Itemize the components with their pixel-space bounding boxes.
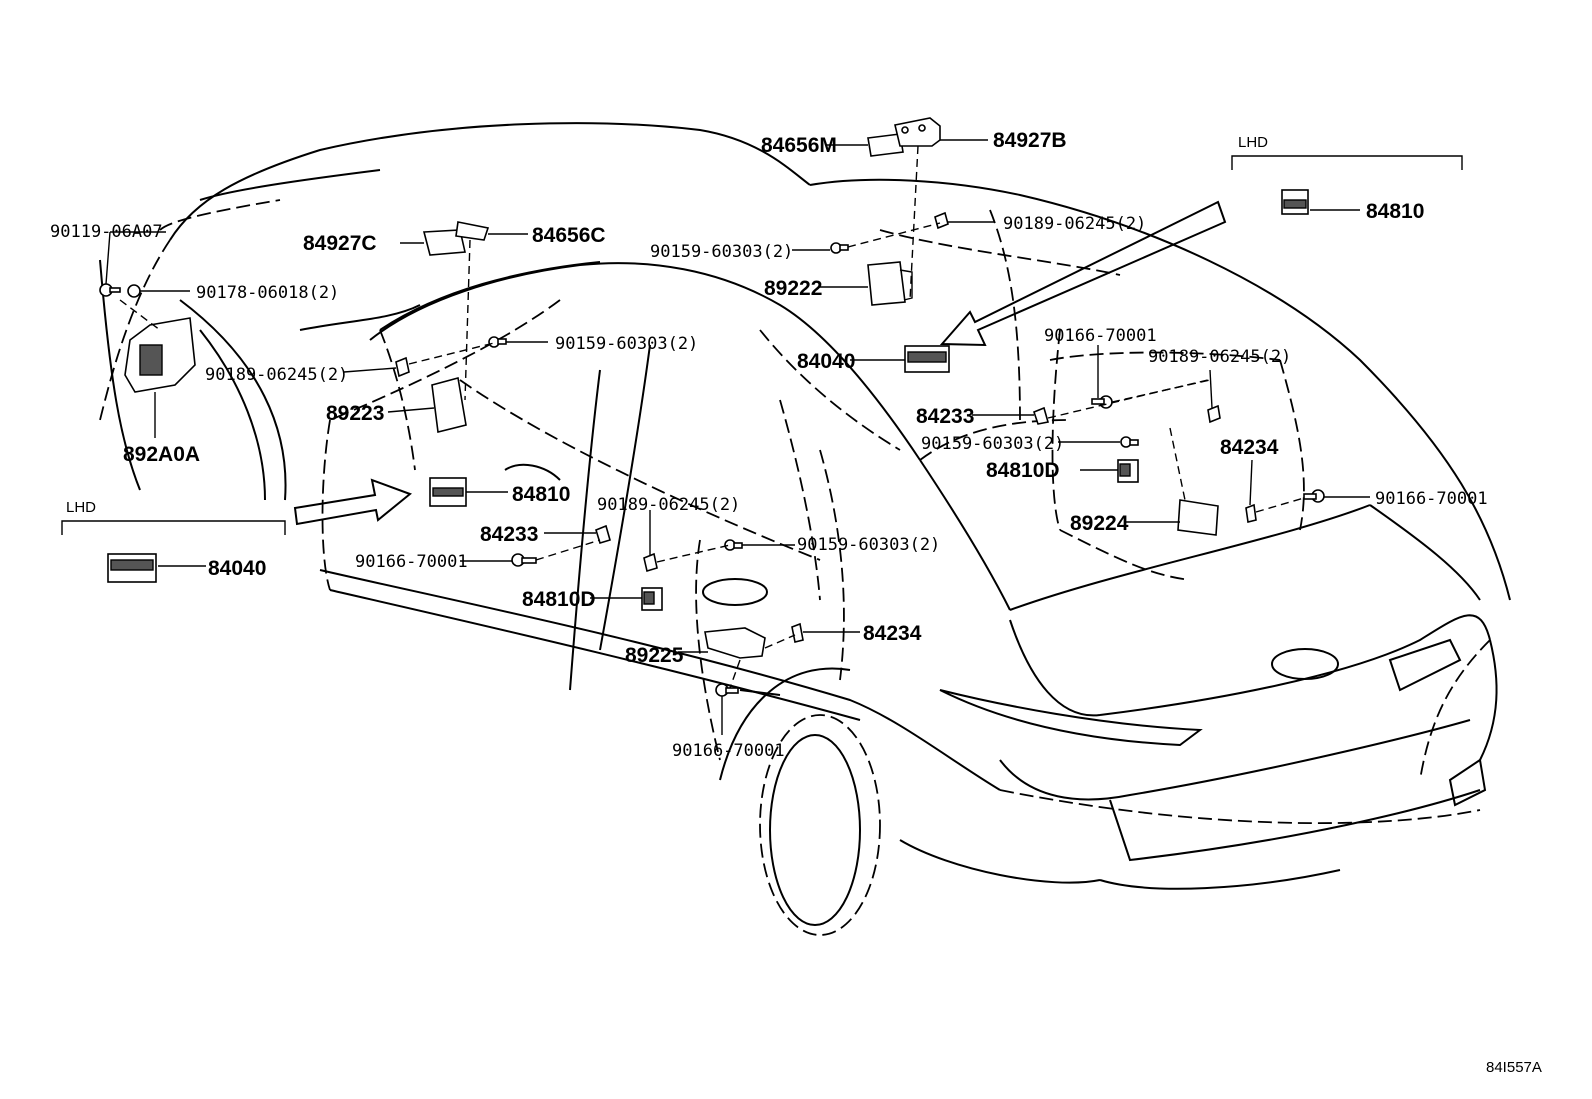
- label-84656C: 84656C: [532, 224, 606, 247]
- label-84927B: 84927B: [993, 129, 1067, 152]
- car-body-outline: [99, 122, 1511, 936]
- label-90166-bottom: 90166-70001: [672, 741, 785, 761]
- label-90189-lower: 90189-06245(2): [597, 495, 740, 515]
- lhd-label-left: LHD: [66, 499, 96, 516]
- arrow-left-mid: [293, 478, 412, 526]
- label-90119: 90119-06A07: [50, 222, 163, 242]
- label-84927C: 84927C: [303, 232, 377, 255]
- label-90159-lower: 90159-60303(2): [797, 535, 940, 555]
- label-90189-left: 90189-06245(2): [205, 365, 348, 385]
- label-89224: 89224: [1070, 512, 1129, 535]
- lhd-box-left: LHD: [61, 499, 286, 535]
- lhd-box-top-right: LHD: [1231, 134, 1463, 170]
- label-89225: 89225: [625, 644, 684, 667]
- label-84233-left: 84233: [480, 523, 538, 546]
- label-84810D-right: 84810D: [986, 459, 1060, 482]
- label-90189-right: 90189-06245(2): [1148, 347, 1291, 367]
- label-84233-right: 84233: [916, 405, 974, 428]
- label-90166-right: 90166-70001: [1375, 489, 1488, 509]
- leader-lines: [105, 139, 1370, 735]
- label-89223: 89223: [326, 402, 384, 425]
- label-84234-right: 84234: [1220, 436, 1279, 459]
- label-89222: 89222: [764, 277, 822, 300]
- label-84040-center: 84040: [797, 350, 855, 373]
- label-90178: 90178-06018(2): [196, 283, 339, 303]
- reference-code: 84I557A: [1486, 1059, 1542, 1076]
- label-84040-left: 84040: [208, 557, 266, 580]
- label-90189-top: 90189-06245(2): [1003, 214, 1146, 234]
- label-90159-top: 90159-60303(2): [650, 242, 793, 262]
- label-90159-mid: 90159-60303(2): [555, 334, 698, 354]
- label-90159-right: 90159-60303(2): [921, 434, 1064, 454]
- label-90166-left: 90166-70001: [355, 552, 468, 572]
- lhd-label-top: LHD: [1238, 134, 1268, 151]
- label-84656M: 84656M: [761, 134, 837, 157]
- label-84810-left: 84810: [512, 483, 570, 506]
- arrow-top-right: [939, 200, 1227, 347]
- label-892A0A: 892A0A: [123, 443, 200, 466]
- part-shapes: [99, 117, 1325, 697]
- label-84810-right: 84810: [1366, 200, 1424, 223]
- label-84234-lower: 84234: [863, 622, 922, 645]
- label-84810D-left: 84810D: [522, 588, 596, 611]
- label-90166-right-top: 90166-70001: [1044, 326, 1157, 346]
